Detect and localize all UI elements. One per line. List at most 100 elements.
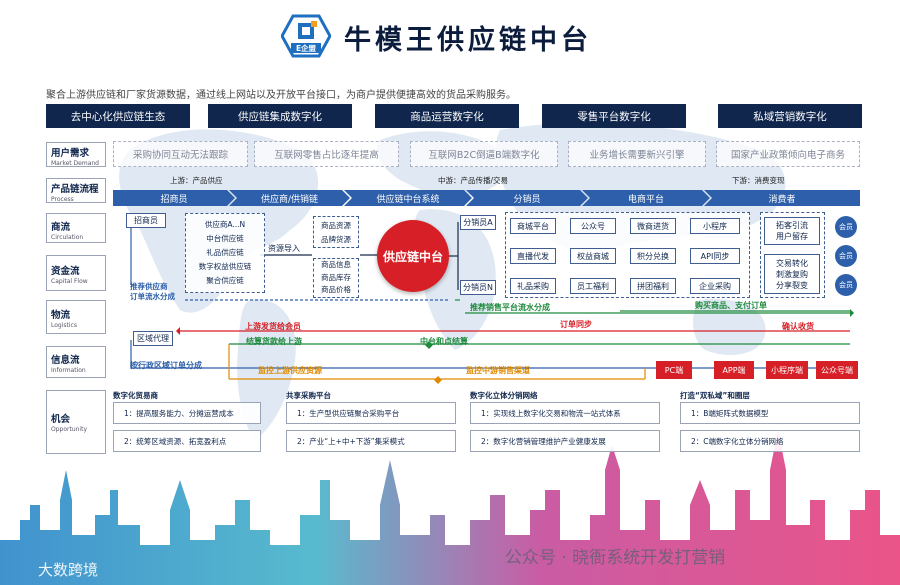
opportunity-item: 2：数字化营销管理维护产业健康发展 bbox=[470, 430, 660, 452]
stage-middle: 中游：产品传播/交易 bbox=[438, 176, 509, 185]
channel-enterprise-purchase: 企业采购 bbox=[690, 278, 740, 294]
monitor-upstream-label: 监控上游供应资源 bbox=[258, 366, 322, 375]
supplier-item: 聚合供应链 bbox=[206, 276, 244, 285]
opportunity-head-3: 数字化立体分销网络 bbox=[470, 391, 538, 400]
settle-payment-label: 结算货款给上游 bbox=[246, 337, 302, 346]
member-badge: 会员 bbox=[835, 245, 857, 267]
page-title: 牛模王供应链中台 bbox=[344, 25, 592, 56]
member-badge: 会员 bbox=[835, 216, 857, 238]
flow-text: 订单流水分成 bbox=[130, 292, 175, 301]
consumer-item: 用户留存 bbox=[776, 232, 808, 241]
pillar-private-domain: 私域营销数字化 bbox=[718, 104, 862, 128]
channel-points: 积分兑换 bbox=[630, 248, 676, 264]
pillar-decentralized: 去中心化供应链生态 bbox=[46, 104, 190, 128]
pillar-retail: 零售平台数字化 bbox=[542, 104, 686, 128]
channel-gift-purchase: 礼品采购 bbox=[510, 278, 556, 294]
goods-item: 品牌货源 bbox=[321, 235, 351, 244]
buy-goods-label: 购买商品、支付订单 bbox=[695, 301, 767, 310]
supplier-item: 供应商A...N bbox=[204, 220, 246, 229]
consumer-box-conversion: 交易转化 刺激复购 分享裂变 bbox=[764, 254, 820, 294]
recruiter-box: 招商员 bbox=[126, 213, 166, 228]
region-order-label: 按行政区域订单分成 bbox=[130, 361, 202, 370]
city-skyline bbox=[0, 430, 900, 585]
recommend-supplier-label: 推荐供应商 订单流水分成 bbox=[130, 282, 175, 302]
supplier-list-box: 供应商A...N 中台供应链 礼品供应链 数字权益供应链 聚合供应链 bbox=[185, 213, 265, 293]
consumer-box-traffic: 拓客引流 用户留存 bbox=[764, 217, 820, 245]
demand-box-5: 国家产业政策倾向电子商务 bbox=[716, 141, 860, 167]
distributor-n-box: 分销员N bbox=[460, 280, 496, 295]
opportunity-item: 2：C端数字化立体分销网络 bbox=[680, 430, 860, 452]
opportunity-item: 2：产业“上+中+下游”集采模式 bbox=[286, 430, 456, 452]
chevron-distributor: 分销员 bbox=[466, 190, 588, 206]
chevron-ecommerce: 电商平台 bbox=[582, 190, 710, 206]
chevron-supplier: 供应商/供销链 bbox=[229, 190, 350, 206]
supplier-item: 中台供应链 bbox=[206, 234, 244, 243]
demand-box-3: 互联网B2C倒逼B端数字化 bbox=[410, 141, 558, 167]
stage-downstream: 下游：消费变现 bbox=[732, 176, 785, 185]
channel-mall: 商城平台 bbox=[510, 218, 556, 234]
opportunity-head-1: 数字化贸易商 bbox=[113, 391, 158, 400]
logo-text: E企盟 bbox=[295, 44, 317, 53]
logo-icon bbox=[281, 14, 331, 58]
diamond-marker-green bbox=[425, 341, 433, 349]
goods-info-box: 商品信息 商品库存 商品价格 bbox=[313, 258, 359, 298]
arrow-left-red bbox=[176, 327, 180, 335]
order-sync-label: 订单同步 bbox=[560, 320, 592, 329]
opportunity-item: 1：生产型供应链聚合采购平台 bbox=[286, 402, 456, 424]
tag-mini-program: 小程序端 bbox=[766, 361, 808, 379]
diamond-marker bbox=[434, 376, 442, 384]
consumer-item: 分享裂变 bbox=[776, 280, 808, 290]
consumer-item: 拓客引流 bbox=[776, 221, 808, 230]
pillar-operations: 商品运营数字化 bbox=[375, 104, 519, 128]
channel-official-account: 公众号 bbox=[570, 218, 616, 234]
member-badge: 会员 bbox=[835, 274, 857, 296]
opportunity-head-4: 打造“双私域”和圈层 bbox=[680, 391, 750, 400]
confirm-receipt-label: 确认收货 bbox=[782, 322, 814, 331]
opportunity-item: 1：提高服务能力、分摊运营成本 bbox=[113, 402, 261, 424]
resource-import-label: 资源导入 bbox=[268, 244, 300, 253]
chevron-consumer: 消费者 bbox=[704, 190, 860, 206]
channel-mini-program: 小程序 bbox=[690, 218, 740, 234]
channel-live-dropship: 直播代发 bbox=[510, 248, 556, 264]
goods-resource-box: 商品资源 品牌货源 bbox=[313, 216, 359, 248]
pillar-integration: 供应链集成数字化 bbox=[208, 104, 352, 128]
tag-official-account: 公众号端 bbox=[816, 361, 858, 379]
watermark-right: 公众号 · 晓衙系统开发打营销 bbox=[505, 548, 726, 568]
chevron-middle-platform: 供应链中台系统 bbox=[344, 190, 472, 206]
opportunity-item: 1：实现线上数字化交易和物流一站式体系 bbox=[470, 402, 660, 424]
supplier-item: 数字权益供应链 bbox=[198, 262, 252, 271]
goods-item: 商品资源 bbox=[321, 221, 351, 230]
demand-box-2: 互联网零售占比逐年提高 bbox=[254, 141, 399, 167]
recommend-sales-label: 推荐销售平台流水分成 bbox=[470, 303, 550, 312]
monitor-downstream-label: 监控中游销售渠道 bbox=[466, 366, 530, 375]
tag-pc: PC端 bbox=[656, 361, 692, 379]
consumer-item: 交易转化 bbox=[776, 258, 808, 268]
channel-api-sync: API同步 bbox=[690, 248, 740, 264]
channel-wechat-purchase: 微商进货 bbox=[630, 218, 676, 234]
channel-employee-welfare: 员工福利 bbox=[570, 278, 616, 294]
consumer-item: 刺激复购 bbox=[776, 269, 808, 279]
tag-app: APP端 bbox=[714, 361, 754, 379]
distributor-a-box: 分销员A bbox=[460, 215, 496, 230]
flow-text: 推荐供应商 bbox=[130, 282, 168, 291]
middle-settle-label: 中台和点结算 bbox=[420, 337, 468, 346]
goods-item: 商品价格 bbox=[321, 285, 351, 294]
channel-group-buy: 拼团福利 bbox=[630, 278, 676, 294]
channel-rights-mall: 权益商城 bbox=[570, 248, 616, 264]
opportunity-head-2: 共享采购平台 bbox=[286, 391, 331, 400]
opportunity-item: 1：B端矩阵式数据模型 bbox=[680, 402, 860, 424]
page-subtitle: 聚合上游供应链和厂家货源数据，通过线上网站以及开放平台接口，为商户提供便捷高效的… bbox=[46, 90, 516, 101]
chevron-recruiter: 招商员 bbox=[113, 190, 235, 206]
demand-box-1: 采购协同互动无法跟踪 bbox=[113, 141, 248, 167]
arrow-right-green bbox=[850, 309, 854, 317]
demand-box-4: 业务增长需要新兴引擎 bbox=[568, 141, 706, 167]
goods-item: 商品库存 bbox=[321, 272, 351, 282]
goods-item: 商品信息 bbox=[321, 260, 351, 269]
